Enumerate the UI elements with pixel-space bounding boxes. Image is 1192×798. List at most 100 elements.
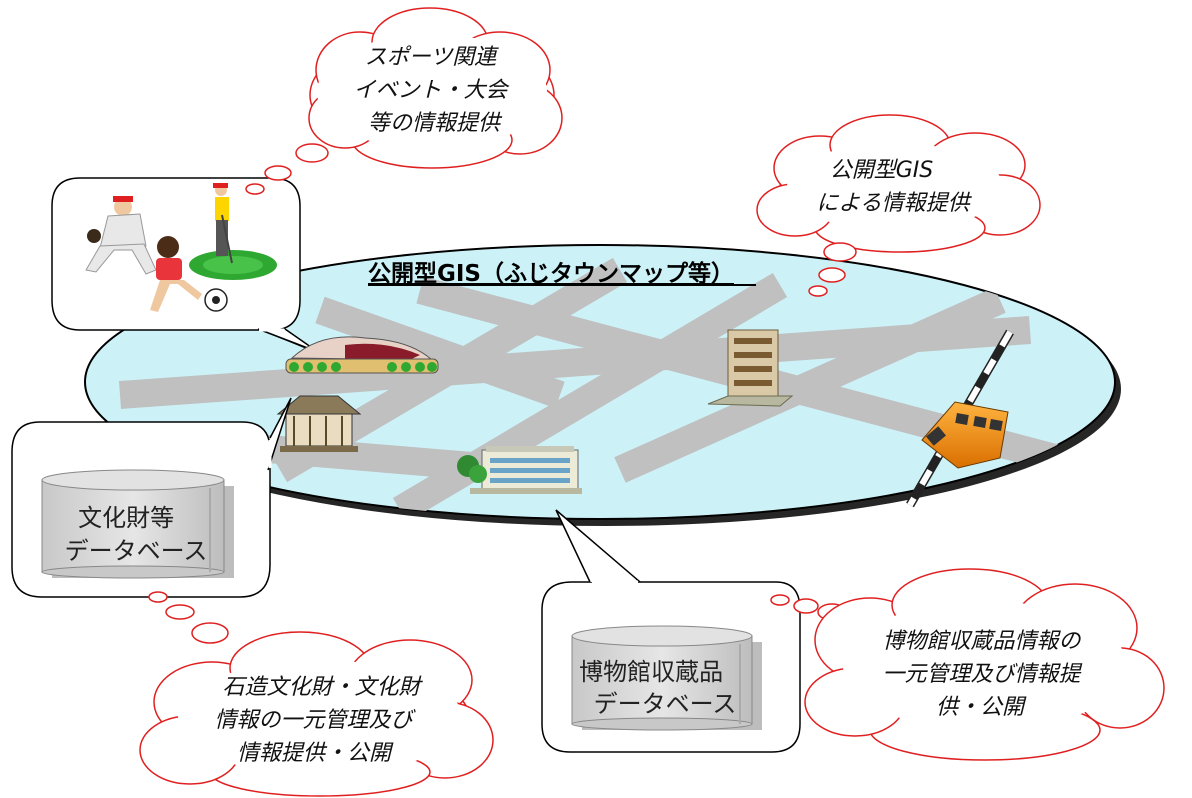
child-legs <box>150 280 202 312</box>
cultural-db-line2: データベース <box>65 537 208 565</box>
cultural-db-line1: 文化財等 <box>78 504 174 532</box>
child-head <box>157 236 179 258</box>
gis-map: 公開型GIS（ふじタウンマップ等） <box>84 244 1121 526</box>
golfer-shirt <box>215 197 229 221</box>
window <box>734 380 772 386</box>
road <box>315 296 565 409</box>
gis-cloud-line1: 公開型GIS <box>830 158 934 183</box>
sports-people-icon <box>85 183 277 312</box>
tree <box>317 362 327 372</box>
museum-ground <box>470 488 582 494</box>
stadium-icon <box>285 336 439 374</box>
stadium-trees <box>289 362 437 372</box>
stone-cultural-cloud: 石造文化財・文化財 情報の一元管理及び 情報提供・公開 <box>139 591 494 797</box>
office-windows <box>734 338 772 386</box>
temple-pillars <box>293 416 343 446</box>
db-cylinder-top <box>41 469 225 491</box>
baseball-player-head <box>114 198 132 216</box>
museum-db-line2: データベース <box>594 690 737 718</box>
tree <box>401 362 411 372</box>
museum-db-line1: 博物館収蔵品 <box>579 658 723 686</box>
tree <box>303 362 313 372</box>
window <box>490 468 570 473</box>
train-front-window <box>926 426 946 446</box>
thought-bubble <box>245 183 265 195</box>
db-cylinder-body <box>571 635 753 725</box>
museum-tree <box>469 465 487 483</box>
svg-text:博物館収蔵品 データベース: 博物館収蔵品 データベース <box>579 658 736 718</box>
thought-bubble <box>793 598 819 614</box>
baseball-cap <box>113 196 133 202</box>
window <box>734 366 772 372</box>
temple-icon <box>276 395 362 452</box>
thought-bubble <box>770 594 790 606</box>
window <box>490 478 570 483</box>
thought-bubble <box>808 285 828 297</box>
museum-db-callout: 博物館収蔵品 データベース <box>541 509 801 753</box>
soccer-ball-patch <box>212 296 220 304</box>
tree <box>415 362 425 372</box>
db-cylinder-bottom <box>571 717 753 731</box>
baseball-glove <box>87 229 101 243</box>
svg-text:文化財等 データベース: 文化財等 データベース <box>65 504 208 565</box>
museum-cloud-line2: 一元管理及び情報提 <box>882 662 1082 687</box>
sports-info-cloud: スポーツ関連 イベント・大会 等の情報提供 <box>245 7 563 195</box>
thought-bubble <box>823 242 857 262</box>
thought-bubble <box>295 143 329 163</box>
office-plaza <box>707 395 794 407</box>
road <box>614 287 1006 483</box>
train-window <box>973 416 987 428</box>
museum-cloud-line1: 博物館収蔵品情報の <box>882 629 1082 654</box>
thought-bubble <box>165 604 195 620</box>
sports-cloud-line1: スポーツ関連 <box>365 45 500 70</box>
map-title: 公開型GIS（ふじタウンマップ等） <box>368 260 734 287</box>
museum-building-icon <box>457 446 582 494</box>
thought-bubble <box>191 622 229 644</box>
sports-cloud-line2: イベント・大会 <box>353 78 509 103</box>
db-cylinder-body <box>41 479 225 573</box>
office-building-icon <box>707 329 794 407</box>
cloud-fill <box>787 143 1003 231</box>
baseball-player-legs <box>85 243 157 275</box>
stone-cloud-line1: 石造文化財・文化財 <box>222 675 423 700</box>
thought-bubble <box>264 165 292 181</box>
stone-cloud-line2: 情報の一元管理及び <box>214 708 416 733</box>
svg-text:スポーツ関連 イベント・大会 等の情: スポーツ関連 イベント・大会 等の情報提供 <box>353 45 514 136</box>
baseball-player-body <box>99 213 147 249</box>
stone-cloud-line3: 情報提供・公開 <box>237 741 394 766</box>
gis-cloud-line2: による情報提供 <box>816 191 972 216</box>
thought-bubble <box>818 267 846 283</box>
window <box>734 352 772 358</box>
callout-tail <box>555 509 641 583</box>
temple-base <box>280 446 358 452</box>
cloud-fill <box>843 601 1127 731</box>
museum-info-cloud: 博物館収蔵品情報の 一元管理及び情報提 供・公開 <box>770 568 1165 761</box>
golf-green-hole <box>203 256 263 274</box>
window <box>490 458 570 463</box>
child-shirt <box>156 258 182 280</box>
thought-bubble <box>148 591 168 603</box>
cultural-db-callout: 文化財等 データベース <box>11 397 292 598</box>
museum-database-icon <box>571 625 762 731</box>
cultural-database-icon <box>41 469 234 579</box>
golf-club <box>221 214 233 264</box>
tree <box>331 362 341 372</box>
golfer-cap <box>213 183 228 188</box>
db-cylinder-bottom <box>41 565 225 579</box>
cloud-fill <box>178 660 462 776</box>
tree <box>387 362 397 372</box>
museum-windows <box>490 458 570 483</box>
callout-tail <box>267 397 292 471</box>
sports-cloud-line3: 等の情報提供 <box>368 111 503 136</box>
gis-info-cloud: 公開型GIS による情報提供 <box>756 114 1041 297</box>
sports-callout <box>51 177 319 353</box>
svg-text:博物館収蔵品情報の 一元管理及び情報提: 博物館収蔵品情報の 一元管理及び情報提 供・公開 <box>882 629 1087 720</box>
train-window <box>989 419 1003 431</box>
museum-upper <box>486 446 574 452</box>
window <box>734 338 772 344</box>
tree <box>427 362 437 372</box>
train-window <box>955 413 969 425</box>
svg-text:石造文化財・文化財 情報の一元管理及び: 石造文化財・文化財 情報の一元管理及び 情報提供・公開 <box>214 675 427 766</box>
svg-text:公開型GIS による情報提供: 公開型GIS による情報提供 <box>816 158 972 216</box>
